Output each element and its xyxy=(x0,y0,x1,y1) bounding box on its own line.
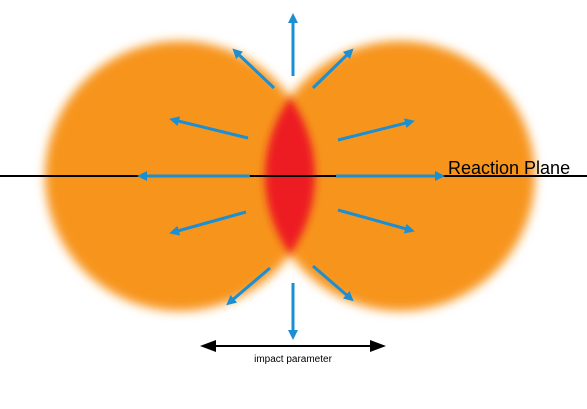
impact-parameter-arrowhead-right xyxy=(370,340,386,352)
arrow-left-upper xyxy=(169,116,249,140)
impact-parameter-label: impact parameter xyxy=(254,354,332,365)
arrow-down-right xyxy=(312,264,354,302)
arrow-up-right xyxy=(311,48,354,90)
arrow-right-lower xyxy=(337,208,415,234)
arrow-up-left xyxy=(232,48,276,90)
flow-arrows-group xyxy=(137,13,445,340)
arrow-left-lower xyxy=(169,210,247,236)
arrow-right-upper xyxy=(337,118,415,142)
reaction-plane-label: Reaction Plane xyxy=(448,158,570,178)
arrow-down-left xyxy=(226,266,271,306)
impact-parameter-arrowhead-left xyxy=(200,340,216,352)
impact-parameter-group: impact parameter xyxy=(200,340,386,365)
